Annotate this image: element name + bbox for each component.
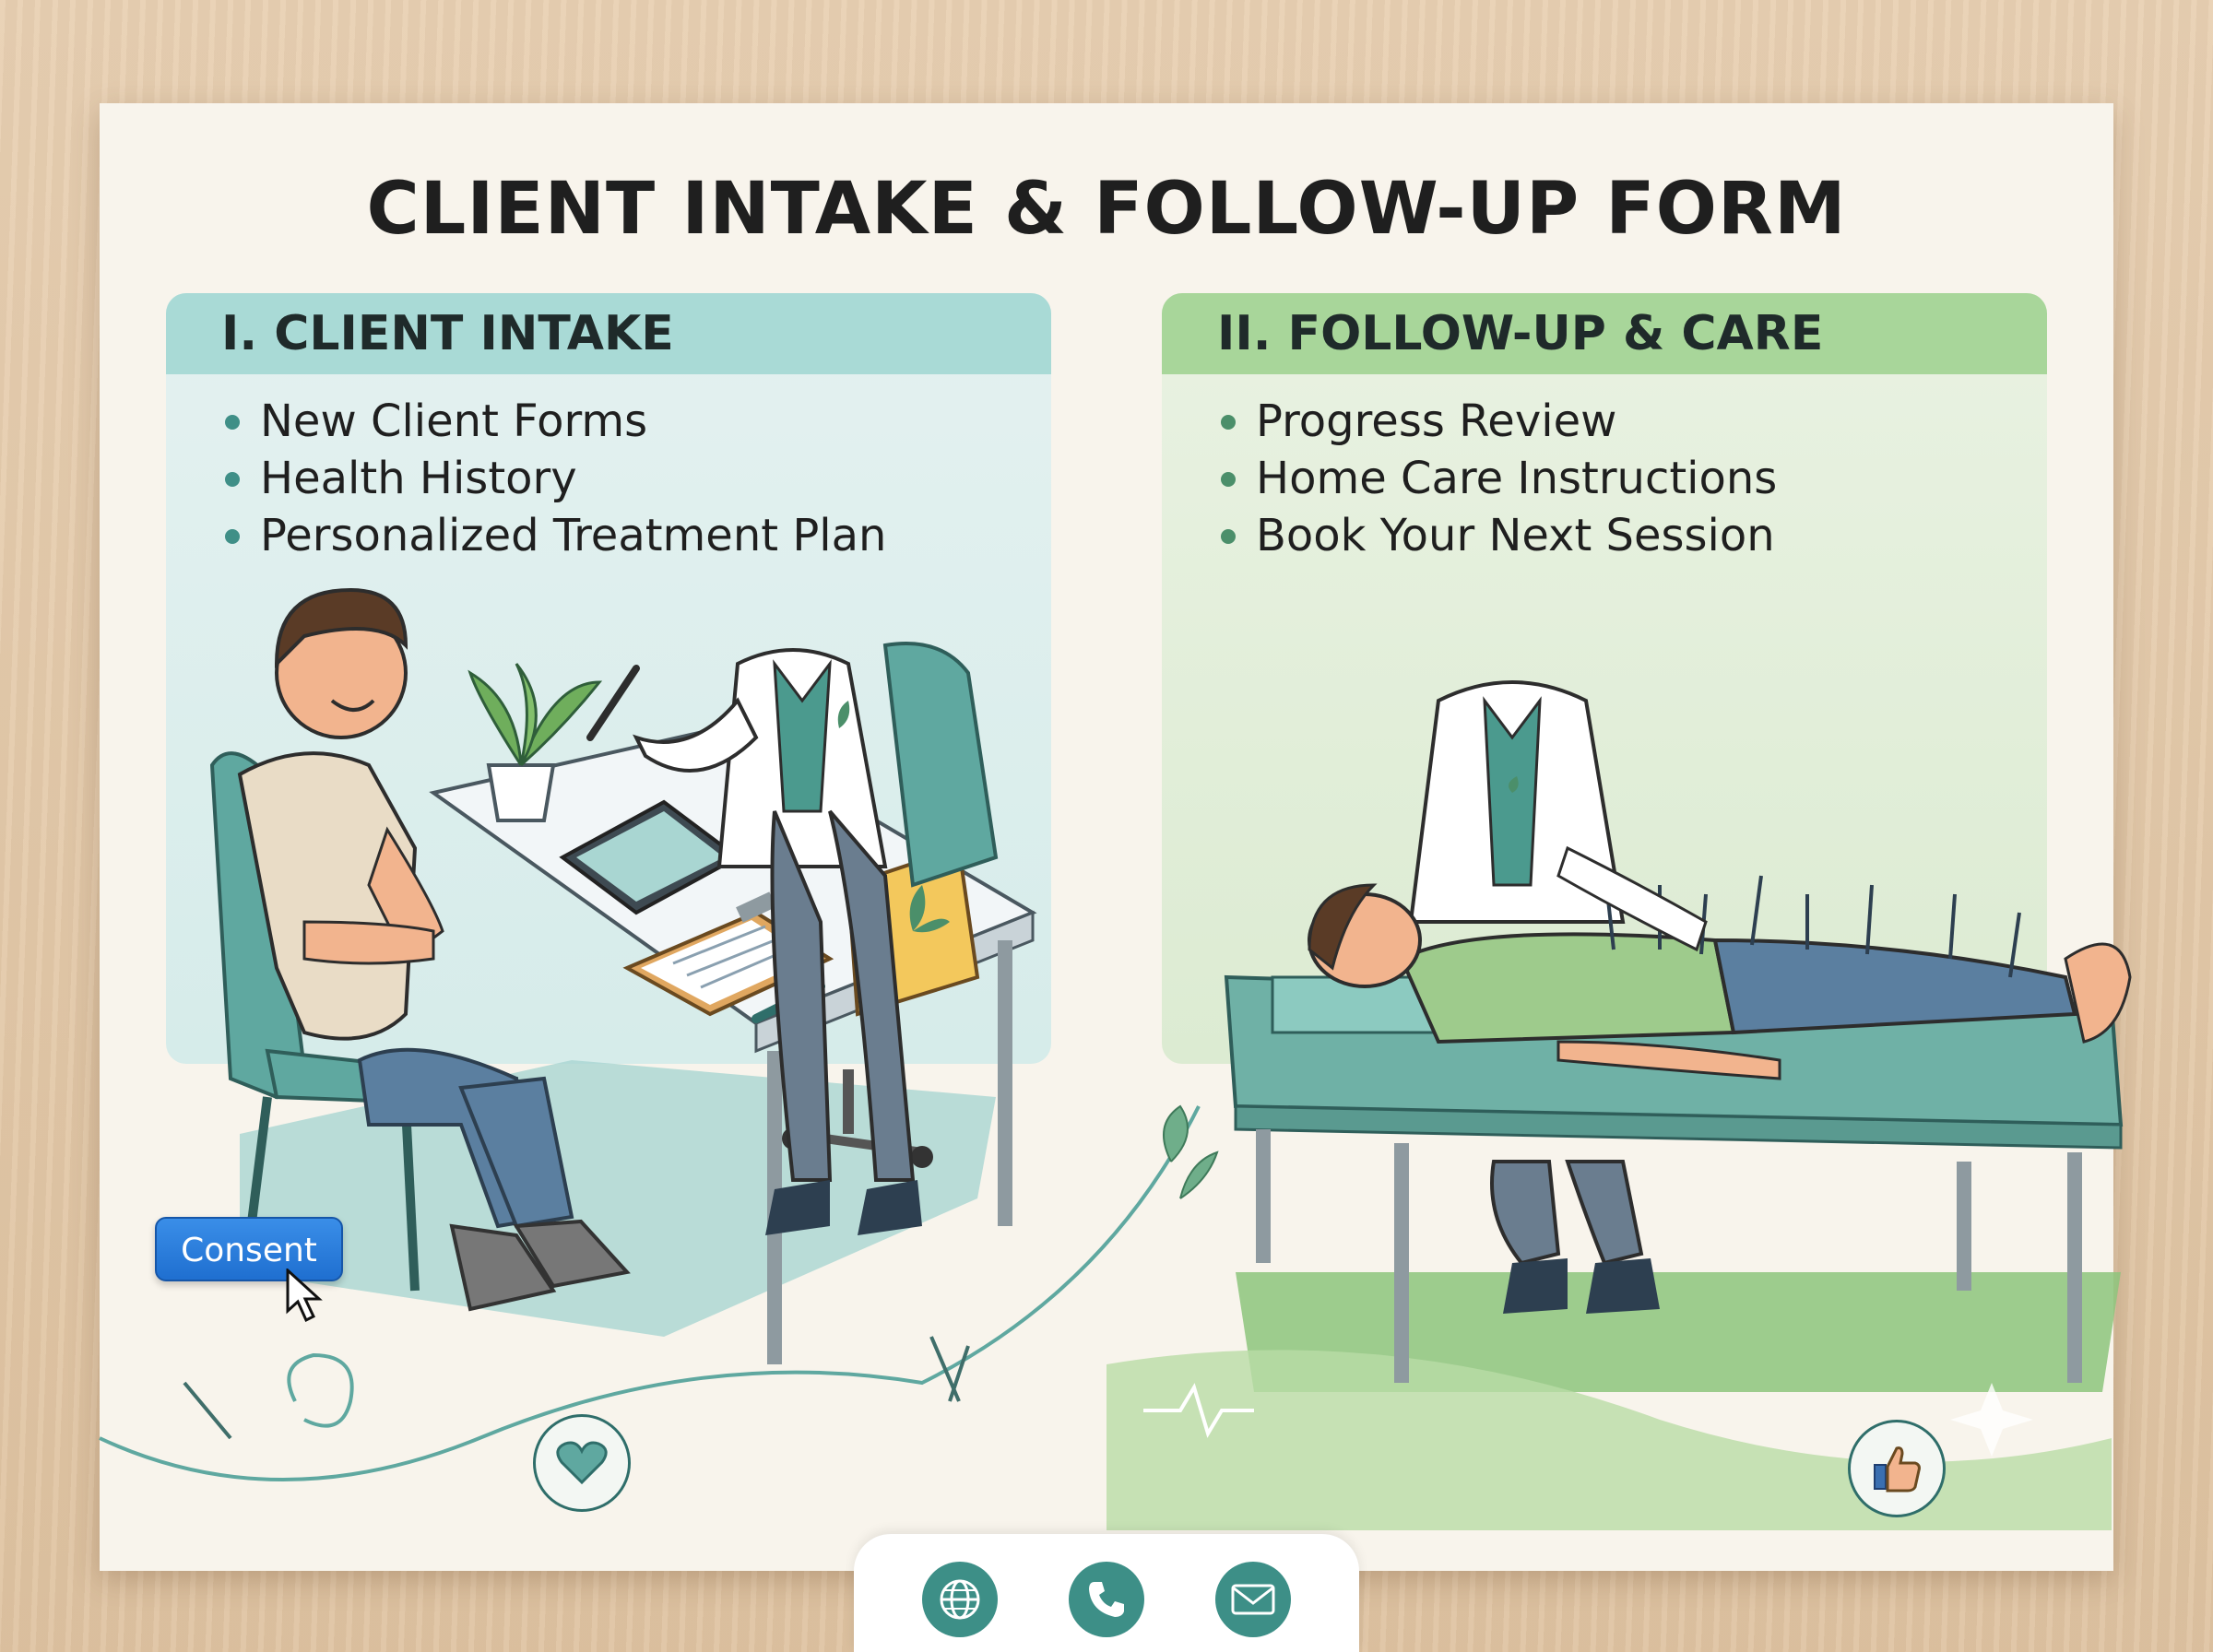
bullet-icon xyxy=(1221,472,1236,487)
bullet-icon xyxy=(225,415,240,430)
bullet-icon xyxy=(1221,415,1236,430)
list-item: Home Care Instructions xyxy=(1221,450,1777,507)
mouse-cursor-icon xyxy=(286,1268,323,1323)
vine-decoration xyxy=(99,1105,1201,1481)
thumbs-up-badge xyxy=(1848,1420,1946,1517)
needle-decoration xyxy=(948,1345,970,1402)
mail-icon xyxy=(1231,1584,1275,1615)
follow-up-heading: II. FOLLOW-UP & CARE xyxy=(1162,293,2047,374)
phone-icon xyxy=(1089,1582,1124,1617)
bullet-icon xyxy=(225,472,240,487)
bullet-icon xyxy=(225,529,240,544)
globe-icon xyxy=(940,1579,980,1620)
mail-button[interactable] xyxy=(1215,1562,1291,1637)
list-item: Health History xyxy=(225,450,886,507)
needle-decoration xyxy=(183,1381,232,1440)
bullet-icon xyxy=(1221,529,1236,544)
practitioner-arm xyxy=(1556,845,1708,952)
client-intake-list: New Client Forms Health History Personal… xyxy=(225,393,886,564)
list-item: Book Your Next Session xyxy=(1221,507,1777,564)
list-item: Personalized Treatment Plan xyxy=(225,507,886,564)
heart-badge xyxy=(533,1414,631,1512)
client-intake-heading: I. CLIENT INTAKE xyxy=(166,293,1051,374)
list-item: Progress Review xyxy=(1221,393,1777,450)
swirl-decoration xyxy=(287,1352,354,1428)
thumbs-up-icon xyxy=(1874,1446,1921,1493)
list-item: New Client Forms xyxy=(225,393,886,450)
patient-person xyxy=(1308,883,2132,1080)
potted-plant xyxy=(467,663,603,822)
heart-icon xyxy=(556,1441,608,1485)
leaf-decoration xyxy=(1163,1104,1219,1199)
globe-button[interactable] xyxy=(922,1562,998,1637)
client-person xyxy=(237,587,631,1312)
contact-bar xyxy=(854,1534,1359,1652)
floor-mat xyxy=(1236,1272,2121,1392)
consent-button[interactable]: Consent xyxy=(155,1217,343,1281)
phone-button[interactable] xyxy=(1069,1562,1144,1637)
follow-up-list: Progress Review Home Care Instructions B… xyxy=(1221,393,1777,564)
practitioner-person xyxy=(586,648,922,1235)
heartbeat-decoration xyxy=(1143,1383,1254,1438)
page-title: CLIENT INTAKE & FOLLOW-UP FORM xyxy=(366,168,1847,251)
sparkle-decoration xyxy=(1950,1383,2033,1457)
